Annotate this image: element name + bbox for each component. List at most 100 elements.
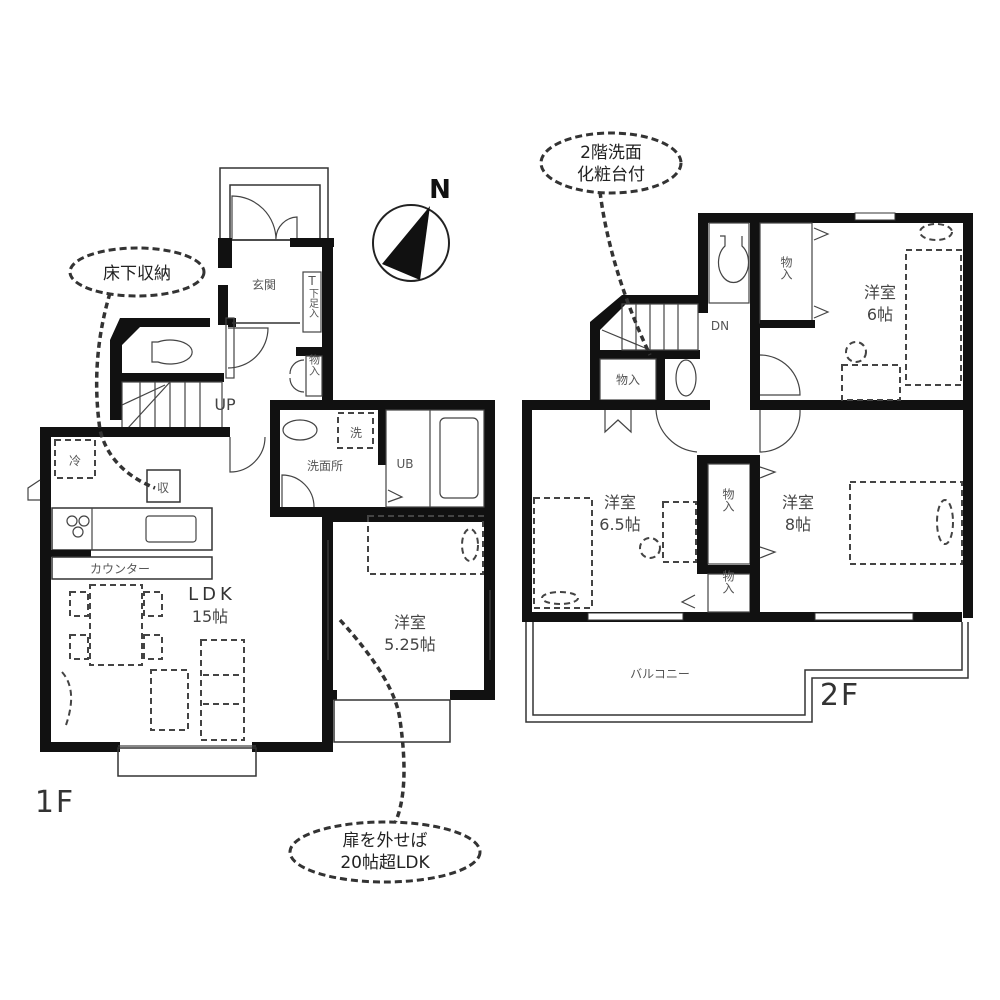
balcony-outline bbox=[525, 622, 969, 723]
pillow bbox=[541, 591, 579, 605]
compass: N bbox=[372, 175, 451, 282]
closet-arrows bbox=[813, 227, 830, 319]
entrance-storage-label: 物入 bbox=[308, 353, 321, 376]
desk-2f bbox=[841, 364, 901, 401]
stove-burner bbox=[66, 515, 78, 527]
stove-burner bbox=[78, 515, 90, 527]
bed bbox=[367, 515, 484, 575]
leader-line bbox=[338, 618, 406, 824]
fridge-label: 冷 bbox=[69, 454, 81, 468]
callout-bubble bbox=[288, 820, 482, 884]
callout-ldk: 扉を外せば 20帖超LDK bbox=[288, 618, 482, 884]
counter-bar bbox=[51, 556, 213, 580]
stove-burner bbox=[72, 526, 84, 538]
callout-bubble bbox=[68, 246, 206, 298]
toilet-room-2f bbox=[708, 222, 750, 304]
door-arrow-65 bbox=[680, 594, 696, 609]
closet-door-65 bbox=[604, 410, 632, 434]
chair bbox=[69, 591, 89, 617]
toilet-fixture bbox=[151, 339, 193, 365]
callout-vanity-line1: 2階洗面 bbox=[580, 143, 642, 163]
washing-machine bbox=[337, 412, 374, 449]
north-arrow-icon bbox=[382, 206, 430, 280]
washroom-label: 洗面所 bbox=[307, 459, 343, 473]
room-8-size: 8帖 bbox=[785, 515, 811, 534]
pillow bbox=[919, 223, 953, 241]
hall-door bbox=[227, 327, 269, 369]
callout-ldk-line1: 扉を外せば bbox=[343, 831, 428, 851]
shoe-cabinet bbox=[302, 271, 322, 333]
kitchen-counter bbox=[51, 507, 213, 551]
stairs-up-label: UP bbox=[214, 395, 236, 414]
callout-underfloor-text: 床下収納 bbox=[103, 264, 171, 284]
room-6-name: 洋室 bbox=[864, 283, 896, 302]
callout-bubble bbox=[539, 131, 683, 195]
entrance-door-small bbox=[275, 216, 298, 240]
leader-line bbox=[598, 191, 652, 356]
room-8-name: 洋室 bbox=[782, 493, 814, 512]
chair bbox=[143, 634, 163, 660]
unit-bath bbox=[385, 409, 485, 508]
ub-door-arrow bbox=[387, 489, 404, 503]
leader-line bbox=[94, 292, 156, 490]
wash-basin bbox=[282, 419, 318, 441]
pillow bbox=[936, 499, 954, 545]
callout-ldk-line2: 20帖超LDK bbox=[340, 853, 430, 873]
unit-bath-label: UB bbox=[396, 457, 413, 471]
window bbox=[587, 612, 684, 621]
washer-label: 洗 bbox=[350, 426, 362, 440]
porch bbox=[219, 167, 329, 241]
chair bbox=[69, 634, 89, 660]
desk-65 bbox=[662, 501, 697, 563]
floor-2: 物入 洋室 6帖 DN 物入 bbox=[522, 212, 973, 723]
fridge bbox=[54, 439, 96, 479]
plant bbox=[61, 671, 73, 726]
pillow bbox=[461, 528, 479, 562]
room-bay bbox=[333, 699, 451, 743]
closet-a-label: 物入 bbox=[721, 488, 735, 512]
floor-1: UP 玄関 T 下足入 物入 冷 収 bbox=[27, 167, 495, 820]
window bbox=[814, 612, 914, 621]
floor-2-label: 2F bbox=[820, 678, 860, 713]
room-6-storage-label: 物入 bbox=[779, 256, 793, 280]
sofa bbox=[200, 639, 245, 741]
room-525-size: 5.25帖 bbox=[384, 635, 436, 654]
room-65-door bbox=[655, 409, 698, 453]
porch-step bbox=[229, 184, 321, 241]
chair-65 bbox=[639, 537, 661, 559]
side-door bbox=[27, 479, 41, 501]
door-frame bbox=[225, 317, 235, 379]
washroom-door bbox=[281, 474, 315, 508]
callout-underfloor: 床下収納 bbox=[68, 246, 206, 490]
hall-storage-label: 物入 bbox=[616, 373, 640, 387]
underfloor-storage-label: 収 bbox=[157, 481, 169, 495]
room-525-name: 洋室 bbox=[394, 613, 426, 632]
chair bbox=[143, 591, 163, 617]
stairs-dn-label: DN bbox=[711, 319, 729, 333]
entrance-label: 玄関 bbox=[252, 277, 276, 292]
north-label: N bbox=[429, 175, 451, 205]
room-65-size: 6.5帖 bbox=[599, 515, 640, 534]
ldk-size: 15帖 bbox=[192, 607, 228, 626]
room-65-name: 洋室 bbox=[604, 493, 636, 512]
ldk-door bbox=[229, 436, 266, 473]
dining-table bbox=[89, 584, 143, 666]
floor-1-label: 1F bbox=[35, 785, 75, 820]
callout-vanity: 2階洗面 化粧台付 bbox=[539, 131, 683, 356]
bed-2f-6 bbox=[905, 249, 962, 386]
bed-2f-8 bbox=[849, 481, 963, 565]
room-6-size: 6帖 bbox=[867, 305, 893, 324]
room-6-door bbox=[759, 354, 801, 396]
toilet-2f bbox=[717, 235, 750, 284]
bay-window bbox=[117, 747, 257, 777]
counter-label: カウンター bbox=[90, 562, 150, 576]
chair-2f bbox=[845, 341, 867, 363]
room-8-door bbox=[759, 409, 801, 453]
entrance-storage bbox=[305, 355, 323, 397]
stairs-2f bbox=[601, 303, 699, 351]
bed-2f-65 bbox=[533, 497, 593, 609]
storage-door bbox=[289, 359, 305, 393]
callout-vanity-line2: 化粧台付 bbox=[577, 165, 645, 185]
closet-a bbox=[707, 463, 751, 565]
